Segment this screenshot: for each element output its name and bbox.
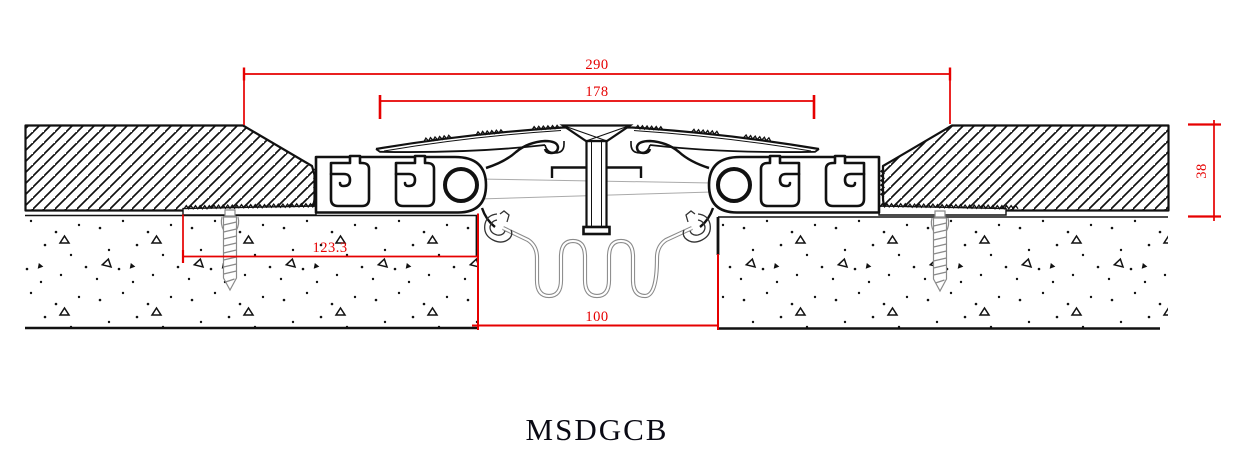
right-membrane-clip bbox=[682, 210, 711, 243]
right-frame-slot-2 bbox=[824, 154, 866, 208]
left-frame-arm bbox=[485, 139, 560, 170]
left-anchor-screw bbox=[220, 209, 240, 291]
dim-height-38 bbox=[1188, 120, 1221, 221]
dim-left-frame-123 bbox=[181, 213, 479, 330]
dim-gap-100 bbox=[472, 254, 719, 330]
screw-shank bbox=[585, 139, 608, 229]
screw-end-cap bbox=[582, 225, 611, 236]
left-membrane-clip bbox=[484, 210, 513, 243]
centre-fastener bbox=[550, 124, 643, 236]
slab-left-hatched bbox=[24, 124, 316, 212]
concrete-left-fill bbox=[25, 215, 477, 328]
cover-plate-bottom-right bbox=[649, 144, 820, 153]
right-frame-slot-1 bbox=[759, 154, 801, 208]
left-frame-bar-hole bbox=[443, 167, 479, 203]
cover-plate-bottom-left bbox=[375, 144, 546, 153]
cover-plate-left-nub bbox=[544, 141, 565, 154]
dim-cover-178 bbox=[378, 95, 816, 119]
left-frame-slot-2 bbox=[394, 154, 436, 208]
dim-cover-label: 178 bbox=[585, 84, 608, 100]
dim-overall-label: 290 bbox=[585, 57, 608, 73]
dim-gap-label: 100 bbox=[585, 309, 608, 325]
dim-left-frame-label: 123.3 bbox=[312, 240, 347, 256]
dimensions bbox=[181, 67, 1221, 330]
dim-overall-290 bbox=[242, 67, 952, 125]
bellows-membrane bbox=[502, 226, 693, 299]
drawing-title: MSDGCB bbox=[526, 412, 669, 447]
floor-slabs bbox=[24, 124, 1170, 212]
right-frame-arm bbox=[635, 139, 710, 170]
slab-right-hatched bbox=[881, 124, 1170, 212]
right-frame-bar-hole bbox=[716, 167, 752, 203]
dim-height-label: 38 bbox=[1194, 163, 1210, 179]
left-frame-slot-1 bbox=[329, 154, 371, 208]
side-frames bbox=[314, 139, 881, 214]
cover-plate-right-nub bbox=[630, 141, 651, 154]
screw-countersunk-head bbox=[559, 124, 634, 143]
right-anchor-screw bbox=[930, 210, 950, 292]
